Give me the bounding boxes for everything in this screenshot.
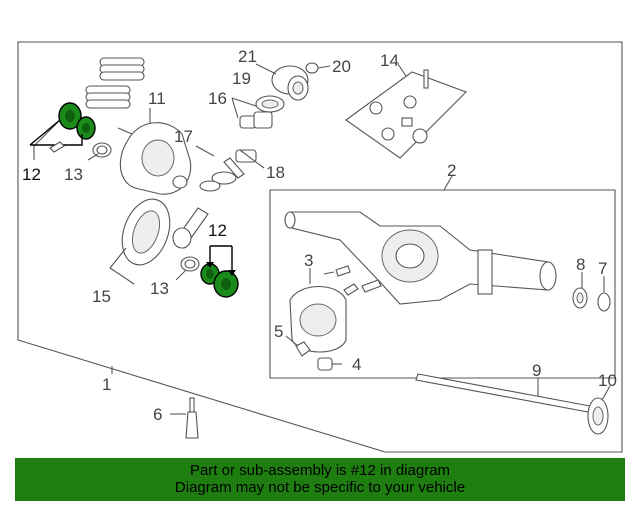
callout-13-lower: 13 (150, 279, 169, 298)
nut-20 (305, 62, 319, 74)
callout-16: 16 (208, 89, 227, 108)
shim-stack-lower (85, 85, 131, 109)
kit-contents (369, 69, 429, 144)
leader-15 (109, 247, 135, 285)
assembly-frame-outline (17, 41, 623, 453)
leader-21 (255, 63, 277, 75)
leader-20 (317, 65, 331, 69)
kit-outline (345, 71, 467, 159)
callout-13-upper: 13 (64, 165, 83, 184)
callout-21: 21 (238, 47, 257, 66)
fill-plug-4 (317, 357, 333, 371)
leader-17 (195, 145, 215, 157)
callout-9: 9 (532, 361, 541, 380)
callout-19: 19 (232, 69, 251, 88)
part-12-bracket-upper (29, 119, 83, 146)
tube-icon-small (49, 141, 65, 153)
part-12-bearing-lower[interactable] (200, 263, 239, 298)
callout-1: 1 (102, 375, 111, 394)
callout-17: 17 (174, 127, 193, 146)
callout-11: 11 (148, 89, 166, 108)
callout-7: 7 (598, 259, 607, 278)
seal-19 (255, 95, 285, 113)
info-banner: Part or sub-assembly is #12 in diagram D… (15, 458, 625, 501)
callout-8: 8 (576, 255, 585, 274)
banner-line-1: Part or sub-assembly is #12 in diagram (189, 462, 451, 479)
leader-5 (285, 335, 299, 347)
banner-line-2: Diagram may not be specific to your vehi… (174, 479, 466, 496)
ring-gear (121, 198, 171, 266)
part-12-bracket-lower (209, 245, 233, 272)
axle-shaft (415, 373, 609, 435)
diff-cover (289, 286, 347, 353)
axle-housing (284, 211, 557, 305)
callout-14: 14 (380, 51, 399, 70)
axle-seal-7 (597, 292, 611, 312)
axle-bearing-8 (572, 287, 588, 309)
leader-18 (239, 149, 265, 169)
companion-flange (271, 65, 309, 101)
callout-18: 18 (266, 163, 285, 182)
seal-13-upper-inner (96, 145, 108, 155)
cover-bolts (323, 265, 382, 296)
part-12-leader-upper (33, 121, 59, 160)
callout-2: 2 (447, 161, 456, 180)
axle-housing-frame-outline (269, 189, 616, 379)
seal-13-lower-inner (184, 259, 196, 269)
vent-5 (295, 341, 311, 357)
leader-2 (443, 175, 453, 191)
differential-case (119, 122, 192, 195)
callout-6: 6 (153, 405, 162, 424)
callout-10: 10 (598, 371, 617, 390)
callout-3: 3 (304, 251, 313, 270)
pinion-gears (199, 111, 273, 192)
leader-10 (601, 385, 611, 401)
leader-14 (397, 63, 407, 77)
sealant-tube (185, 397, 199, 439)
leader-13-upper (87, 153, 99, 161)
pin-icon (117, 127, 133, 135)
callout-15: 15 (92, 287, 111, 306)
callout-12-upper: 12 (22, 165, 41, 184)
part-12-arrows-lower (206, 262, 236, 276)
callout-20: 20 (332, 57, 351, 76)
callout-5: 5 (274, 322, 283, 341)
leader-13-lower (175, 269, 187, 281)
callout-12-lower: 12 (208, 221, 227, 240)
part-12-bearing-upper[interactable] (58, 102, 96, 140)
callout-4: 4 (352, 355, 361, 374)
shim-stack-upper (99, 57, 145, 81)
pinion-shaft (172, 207, 209, 249)
